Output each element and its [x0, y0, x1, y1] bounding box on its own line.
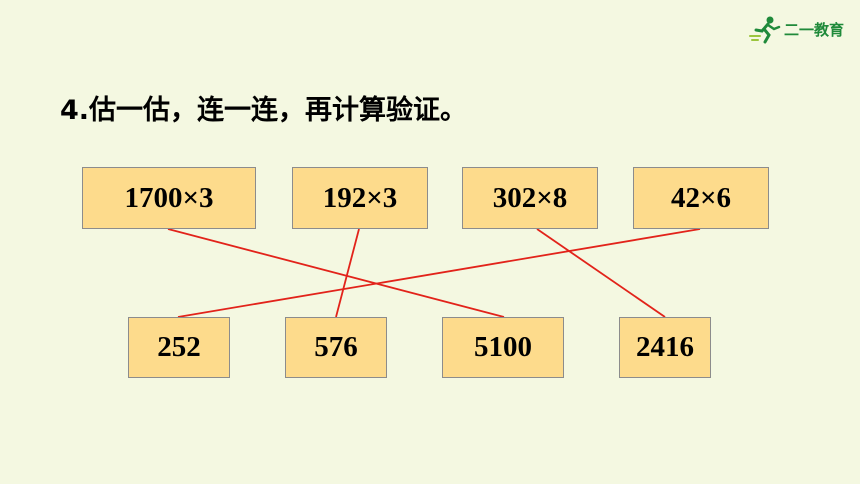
result-box-2416: 2416: [619, 317, 711, 378]
result-box-252: 252: [128, 317, 230, 378]
match-line-302x8-2416: [536, 228, 666, 318]
result-box-5100: 5100: [442, 317, 564, 378]
expression-box-302x8: 302×8: [462, 167, 598, 229]
expression-box-1700x3: 1700×3: [82, 167, 256, 229]
logo: 二一教育: [748, 14, 848, 44]
match-line-1700x3-5100: [167, 228, 505, 318]
match-line-42x6-252: [177, 228, 701, 318]
question-title: 4.估一估，连一连，再计算验证。: [60, 95, 468, 126]
running-figure-icon: [749, 16, 781, 44]
expression-box-42x6: 42×6: [633, 167, 769, 229]
logo-text: 二一教育: [784, 20, 845, 39]
expression-box-192x3: 192×3: [292, 167, 428, 229]
result-box-576: 576: [285, 317, 387, 378]
match-line-192x3-576: [335, 228, 360, 318]
